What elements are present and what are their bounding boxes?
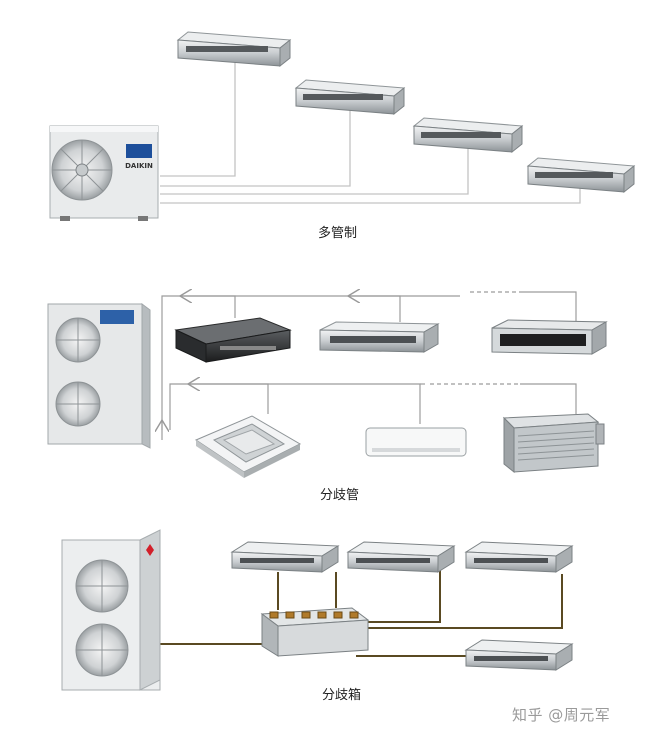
caption-branch-box: 分歧箱 bbox=[322, 688, 362, 703]
slim-ducted-unit bbox=[319, 321, 440, 353]
outdoor-unit-tall bbox=[47, 303, 151, 449]
outdoor-logo-text: DAIKIN bbox=[125, 162, 153, 170]
branch-pipe-lines bbox=[162, 292, 577, 440]
cassette-unit bbox=[194, 415, 302, 478]
dark-ducted-unit bbox=[174, 317, 292, 363]
ducted-unit-1 bbox=[176, 31, 292, 68]
box-ducted-unit-1 bbox=[230, 541, 340, 573]
wall-mounted-unit bbox=[365, 427, 467, 457]
ducted-unit-3 bbox=[412, 117, 524, 154]
outdoor-unit-daikin: DAIKIN bbox=[49, 125, 159, 221]
outdoor-unit-mitsubishi bbox=[61, 529, 161, 691]
branch-box-pipes bbox=[160, 570, 563, 657]
black-front-ducted-unit bbox=[491, 319, 608, 355]
box-ducted-unit-2 bbox=[346, 541, 456, 573]
section-branch-pipe bbox=[47, 292, 608, 478]
multi-pipe-lines bbox=[160, 62, 581, 204]
caption-multi-pipe: 多管制 bbox=[318, 226, 358, 241]
box-ducted-unit-3 bbox=[464, 541, 574, 573]
box-ducted-unit-4 bbox=[464, 639, 574, 671]
watermark-text: 知乎 @周元军 bbox=[512, 706, 611, 724]
caption-branch-pipe: 分歧管 bbox=[320, 488, 360, 503]
section-branch-box bbox=[61, 529, 574, 691]
section-multi-pipe: DAIKIN bbox=[49, 31, 636, 221]
branch-box bbox=[260, 607, 370, 657]
floor-standing-unit bbox=[502, 413, 605, 474]
ducted-unit-2 bbox=[294, 79, 406, 116]
ducted-unit-4 bbox=[526, 157, 636, 194]
